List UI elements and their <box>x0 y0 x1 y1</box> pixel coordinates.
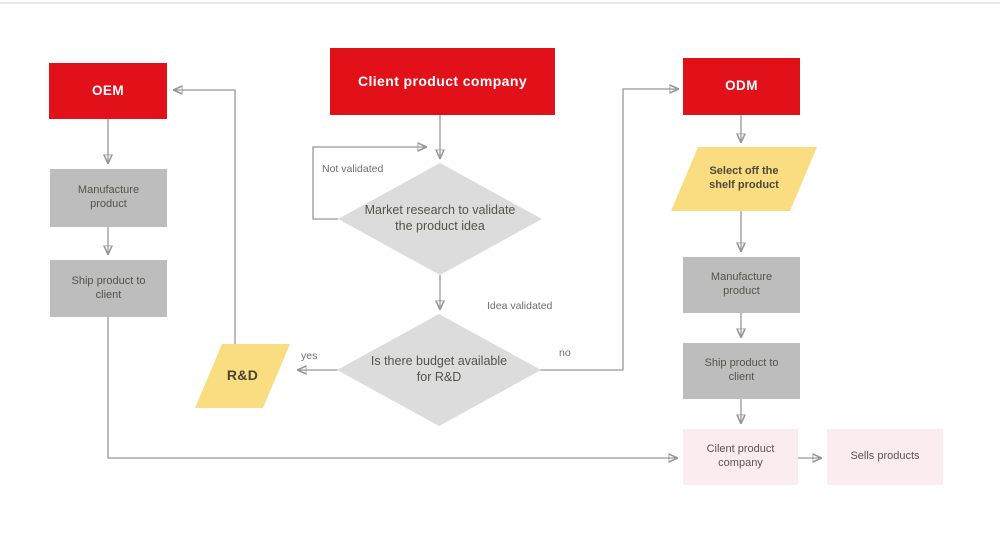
node-manufacture-product-right: Manufacture product <box>683 257 800 313</box>
edge-label-idea-validated: Idea validated <box>487 300 553 312</box>
node-select-off-the-shelf: Select off the shelf product <box>671 147 817 211</box>
node-rd-label: R&D <box>226 367 259 384</box>
node-market-research-label: Market research to validate the product … <box>364 203 516 233</box>
node-select-shelf-label: Select off the shelf product <box>709 165 779 191</box>
node-odm-label: ODM <box>725 78 758 94</box>
edge-label-not-validated: Not validated <box>322 163 384 175</box>
edge-market-not-validated-loop <box>312 147 426 220</box>
node-ship-product-right: Ship product to client <box>683 343 800 399</box>
edge-label-no: no <box>559 347 571 359</box>
top-divider-line <box>0 2 1000 4</box>
node-budget-label: Is there budget available for R&D <box>370 354 508 384</box>
node-client-product-company: Client product company <box>330 48 555 115</box>
edge-budget-no-to-odm <box>540 89 678 371</box>
node-sells-products: Sells products <box>827 429 943 485</box>
node-client-bottom-label: Cilent product company <box>706 443 775 469</box>
node-ship-product-left: Ship product to client <box>50 260 167 317</box>
node-ship-right-label: Ship product to client <box>704 357 779 383</box>
node-ship-left-label: Ship product to client <box>71 274 146 301</box>
node-oem: OEM <box>49 63 167 119</box>
edge-label-yes: yes <box>301 350 318 362</box>
node-manufacture-left-label: Manufacture product <box>77 184 140 210</box>
node-oem-label: OEM <box>92 82 124 98</box>
node-sells-label: Sells products <box>850 450 920 463</box>
edge-rd-to-oem <box>174 90 236 344</box>
node-client-product-company-bottom: Cilent product company <box>683 429 798 485</box>
edge-ship-left-to-client-bottom <box>107 317 677 458</box>
node-manufacture-product-left: Manufacture product <box>50 169 167 227</box>
node-manufacture-right-label: Manufacture product <box>710 271 773 297</box>
node-odm: ODM <box>683 58 800 115</box>
node-client-label: Client product company <box>357 72 528 89</box>
